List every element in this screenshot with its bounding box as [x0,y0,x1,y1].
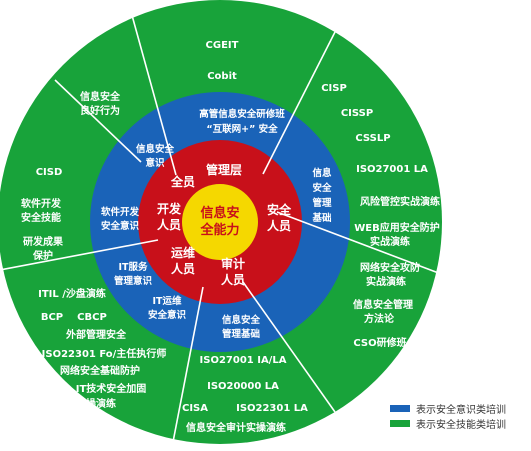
skills-label-bottom-4: ISO22301 LA [236,403,308,414]
role-label-ops-line-2: 人员 [171,261,195,276]
core-circle [182,184,258,260]
skills-label-right-12: CSO研修班 [353,336,406,349]
skills-label-bottom-left-1: ITIL /沙盘演练 [38,287,106,300]
role-label-mgmt: 管理层 [206,162,242,177]
skills-label-right-1: CISP [321,83,347,94]
legend: 表示安全意识类培训 表示安全技能类培训 [390,401,506,431]
divider-line-5 [172,286,204,443]
skills-label-right-9: 实战演练 [366,275,406,288]
skills-label-bottom-5: 信息安全审计实操演练 [186,421,286,434]
legend-item-skills: 表示安全技能类培训 [390,416,506,431]
awareness-label-security-basics-line-2: 安全 [312,182,332,194]
skills-label-left-2: 软件开发 [21,197,62,210]
awareness-label-it-service-line-2: 管理意识 [114,275,153,287]
role-label-security-line-1: 安全 [267,202,292,217]
skills-label-bottom-2: ISO20000 LA [207,381,279,392]
skills-label-top-left-1: 信息安全 [80,90,121,103]
skills-label-top-left-2: 良好行为 [80,104,120,117]
awareness-label-security-basics-line-3: 管理 [312,197,332,209]
skills-label-top-2: Cobit [207,71,237,82]
skills-label-right-5: 风险管控实战演练 [360,195,440,208]
center-label-line-2: 全能力 [199,222,239,238]
awareness-label-security-basics-line-1: 信息 [312,167,332,179]
skills-label-bottom-1: ISO27001 IA/LA [200,355,287,366]
skills-label-right-7: 实战演练 [370,235,410,248]
skills-label-bottom-left-8: 实操演练 [76,397,116,410]
awareness-label-dev-awareness-line-2: 安全意识 [101,220,140,232]
skills-label-left-3: 安全技能 [21,211,61,224]
role-label-dev-line-2: 人员 [157,217,181,232]
skills-label-right-8: 网络安全攻防 [360,261,420,274]
skills-label-bottom-left-7: IT技术安全加固 [76,382,147,395]
role-label-ops-line-1: 运维 [171,245,195,260]
legend-item-awareness: 表示安全意识类培训 [390,401,506,416]
role-label-dev-line-1: 开发 [157,201,182,216]
skills-label-bottom-left-3: CBCP [77,312,107,323]
awareness-label-mgmt-basics-line-2: 管理基础 [222,328,261,340]
skills-label-bottom-3: CISA [182,403,208,414]
divider-line-7 [54,79,142,163]
center-label-line-1: 信息安 [200,205,239,221]
awareness-label-mgmt-basics-line-1: 信息安全 [222,314,261,326]
skills-label-right-10: 信息安全管理 [353,298,413,311]
awareness-label-awareness-line-1: 信息安全 [136,143,175,155]
skills-label-right-2: CISSP [341,108,373,119]
awareness-label-it-service-line-1: IT服务 [118,261,148,273]
awareness-label-dev-awareness-line-1: 软件开发 [101,206,140,218]
role-label-all: 全员 [170,174,195,189]
legend-label-awareness: 表示安全意识类培训 [416,405,506,416]
skills-label-left-1: CISD [36,167,63,178]
skills-label-right-6: WEB应用安全防护 [354,221,439,234]
legend-swatch-blue [390,405,410,412]
skills-label-right-11: 方法论 [364,312,395,325]
divider-line-6 [0,239,159,271]
awareness-label-security-basics-line-4: 基础 [311,212,332,224]
awareness-label-it-ops-awareness-line-1: IT运维 [152,295,182,307]
skills-label-bottom-left-2: BCP [41,312,63,323]
skills-label-left-4: 研发成果 [23,235,64,248]
skills-label-left-5: 保护 [32,249,53,262]
legend-swatch-green [390,420,410,427]
skills-label-right-4: ISO27001 LA [356,164,428,175]
divider-line-2 [262,31,336,175]
awareness-label-executive-line-1: 高管信息安全研修班 [199,108,285,120]
role-label-security-line-2: 人员 [267,218,291,233]
skills-label-bottom-left-6: 网络安全基础防护 [60,364,140,377]
role-label-audit-line-2: 人员 [221,272,245,287]
skills-label-bottom-left-4: 外部管理安全 [65,328,127,341]
role-label-audit-line-1: 审计 [221,256,245,271]
divider-line-3 [276,211,511,301]
skills-label-right-3: CSSLP [355,133,390,144]
skills-label-bottom-left-5: ISO22301 Fo/主任执行师 [42,347,167,360]
divider-line-1 [129,7,177,176]
awareness-label-it-ops-awareness-line-2: 安全意识 [148,309,187,321]
skills-label-top-1: CGEIT [206,40,239,51]
divider-line-4 [242,281,336,413]
awareness-label-awareness-line-2: 意识 [145,157,165,169]
legend-label-skills: 表示安全技能类培训 [416,420,506,431]
awareness-label-executive-line-2: “互联网+” 安全 [206,123,278,135]
